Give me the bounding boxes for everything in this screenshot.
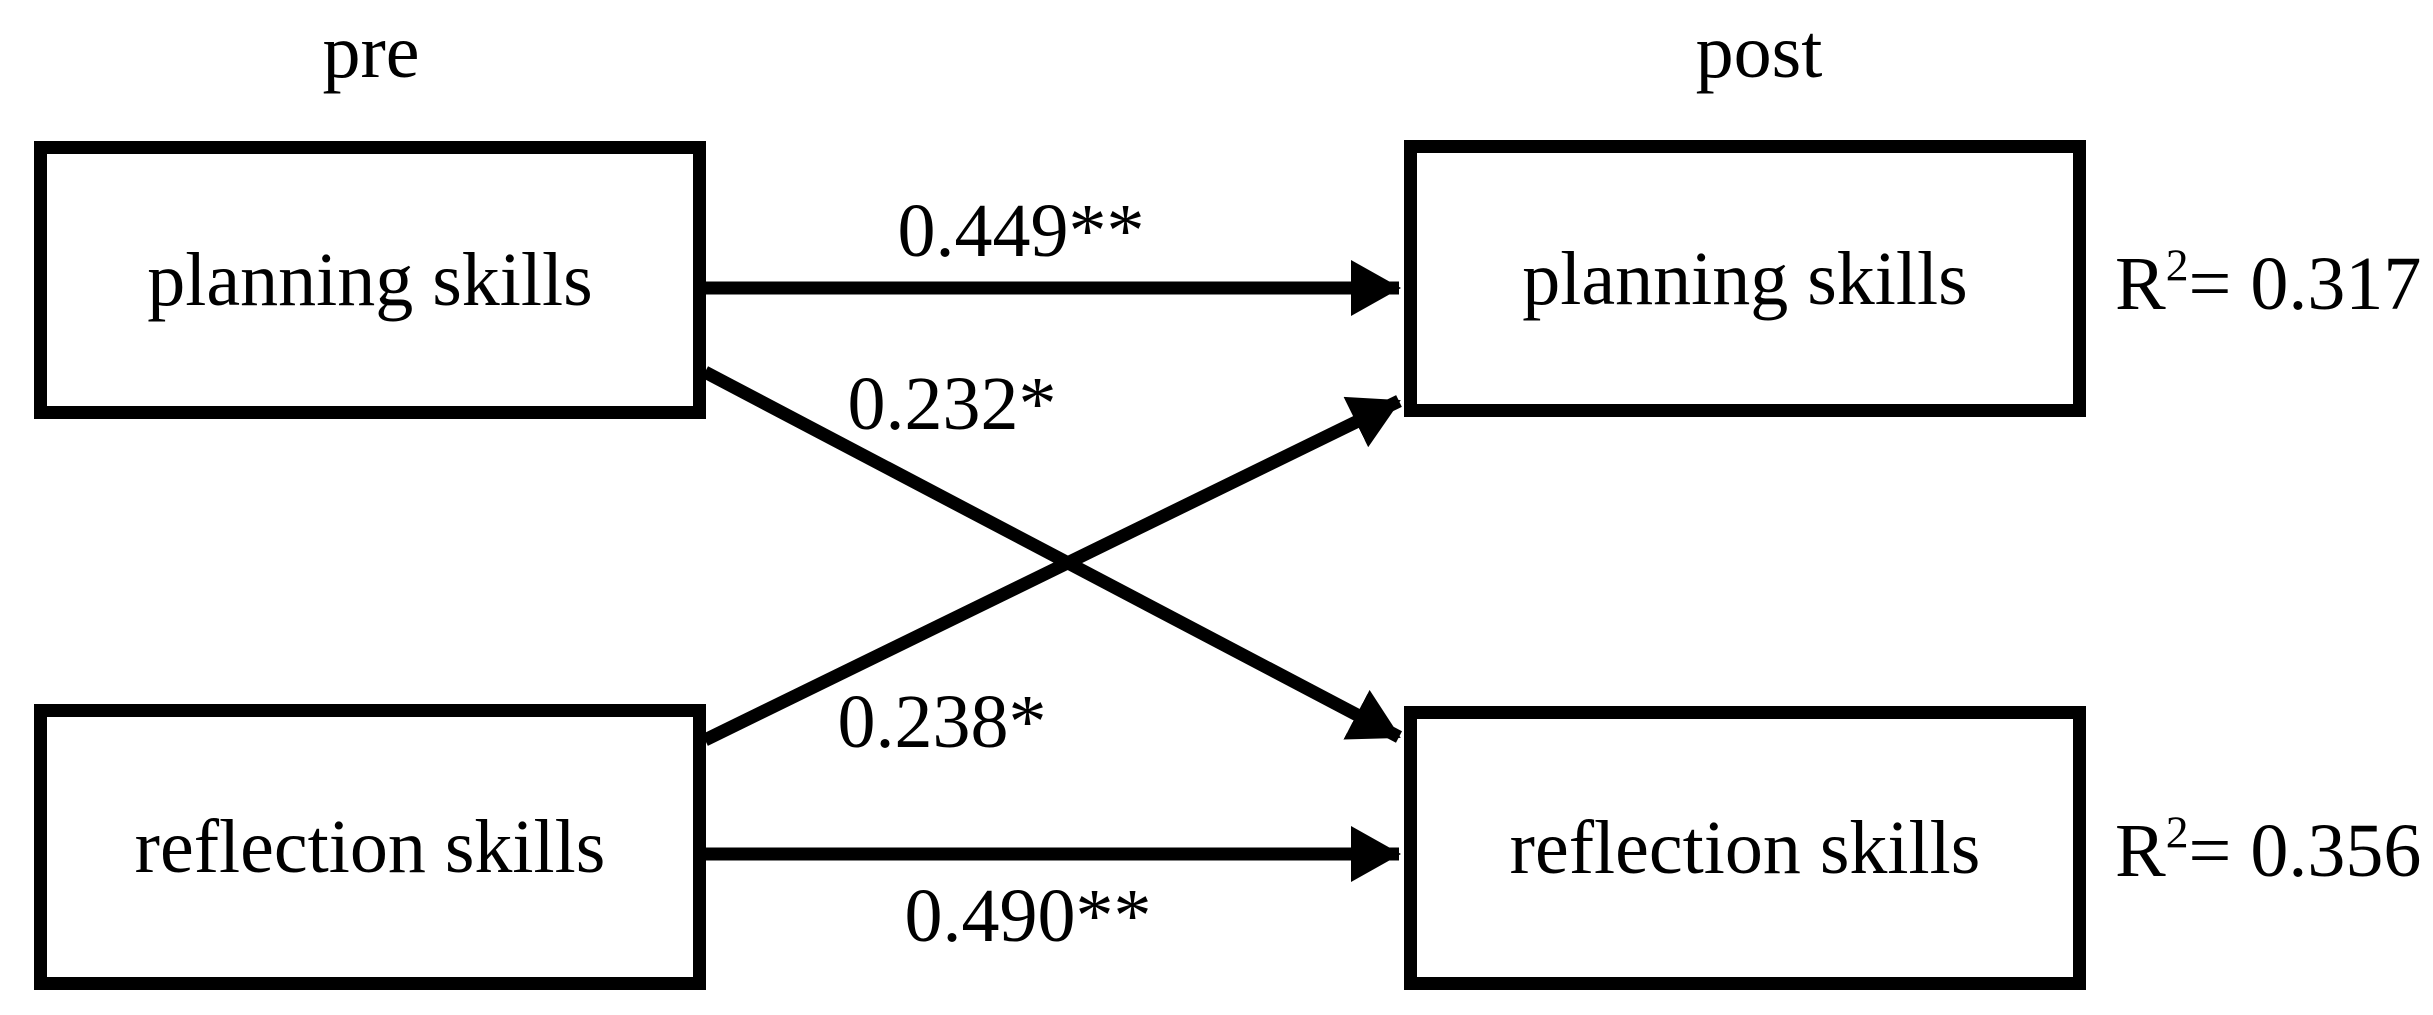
r-squared-post-planning-base: R [2115,242,2166,326]
r-squared-post-reflection-exponent: 2 [2165,806,2189,858]
arrow-reflection-to-planning [702,395,1402,746]
path-label-planning-to-reflection: 0.232* [847,362,1057,446]
r-squared-post-reflection-value: = 0.356 [2188,809,2422,893]
r-squared-post-reflection: R2= 0.356 [2115,809,2421,889]
box-pre-reflection-skills: reflection skills [34,704,706,990]
arrow-planning-to-reflection [701,366,1403,743]
box-post-planning-skills-label: planning skills [1522,236,1968,321]
path-label-planning-to-planning: 0.449** [897,189,1145,273]
path-label-reflection-to-planning: 0.238* [837,680,1047,764]
box-post-reflection-skills: reflection skills [1404,706,2086,990]
box-post-reflection-skills-label: reflection skills [1509,806,1981,890]
box-pre-planning-skills: planning skills [34,141,706,419]
column-header-post: post [1695,10,1823,94]
r-squared-post-planning-exponent: 2 [2165,239,2189,291]
r-squared-post-planning: R2= 0.317 [2115,242,2421,322]
box-post-planning-skills: planning skills [1404,140,2086,417]
box-pre-reflection-skills-label: reflection skills [134,805,606,889]
box-pre-planning-skills-label: planning skills [147,238,593,322]
r-squared-post-planning-value: = 0.317 [2188,242,2422,326]
path-label-reflection-to-reflection: 0.490** [904,874,1152,958]
column-header-pre: pre [322,10,420,94]
r-squared-post-reflection-base: R [2115,809,2166,893]
